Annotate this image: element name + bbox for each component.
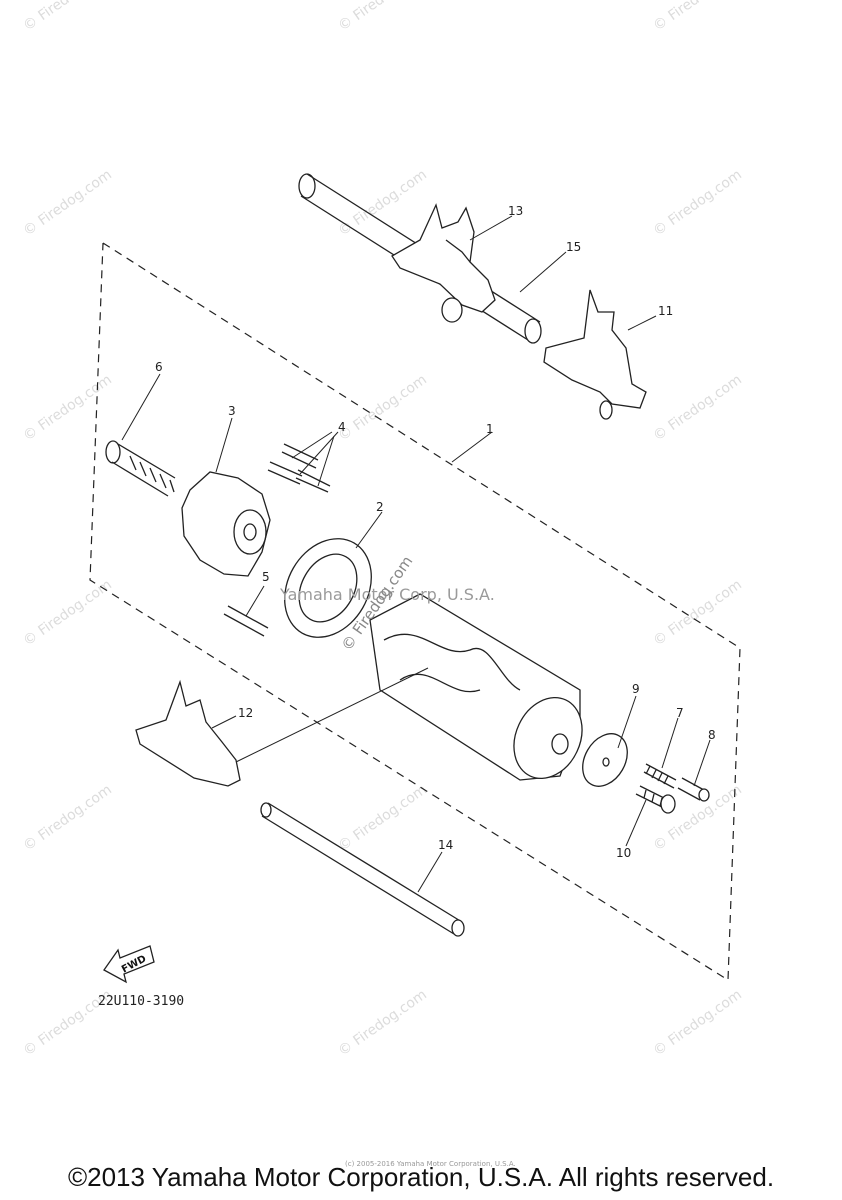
shift-drum bbox=[369, 593, 583, 781]
callout-6: 6 bbox=[155, 360, 163, 374]
shift-fork-11 bbox=[543, 289, 647, 420]
callout-14: 14 bbox=[438, 838, 454, 852]
leader-lines bbox=[121, 215, 711, 893]
segment-3 bbox=[181, 471, 271, 577]
callout-10: 10 bbox=[616, 846, 632, 860]
footer-copyright: ©2013 Yamaha Motor Corporation, U.S.A. A… bbox=[67, 1162, 775, 1192]
bearing-2 bbox=[284, 538, 372, 638]
shift-fork-13 bbox=[391, 203, 496, 323]
part-code: 22U110-3190 bbox=[98, 994, 185, 1009]
callout-7: 7 bbox=[676, 706, 684, 720]
screw-10 bbox=[635, 785, 676, 814]
callout-8: 8 bbox=[708, 728, 716, 742]
callout-9: 9 bbox=[632, 682, 640, 696]
bolt-6 bbox=[105, 440, 176, 497]
washer-9 bbox=[582, 733, 628, 787]
callout-2: 2 bbox=[376, 500, 384, 514]
diagram-watermark: Yamaha Motor Corp, U.S.A. bbox=[280, 585, 495, 604]
callout-11: 11 bbox=[658, 304, 674, 318]
callout-14: 15 bbox=[566, 240, 582, 254]
pin-5 bbox=[223, 605, 269, 637]
shift-fork-12 bbox=[135, 679, 241, 787]
callout-5: 5 bbox=[262, 570, 270, 584]
spring-7 bbox=[643, 763, 677, 789]
callout-12: 12 bbox=[238, 706, 254, 720]
callout-1: 1 bbox=[486, 422, 494, 436]
plunger-8 bbox=[677, 777, 710, 802]
fwd-arrow-icon bbox=[103, 945, 155, 984]
shaft-14 bbox=[260, 802, 465, 937]
assembly-outline bbox=[89, 242, 741, 982]
callout-13: 13 bbox=[508, 204, 524, 218]
pins-4 bbox=[267, 443, 331, 493]
callout-4: 4 bbox=[338, 420, 346, 434]
tiny-copyright: (c) 2005-2016 Yamaha Motor Corporation, … bbox=[345, 1160, 516, 1168]
callout-3: 3 bbox=[228, 404, 236, 418]
